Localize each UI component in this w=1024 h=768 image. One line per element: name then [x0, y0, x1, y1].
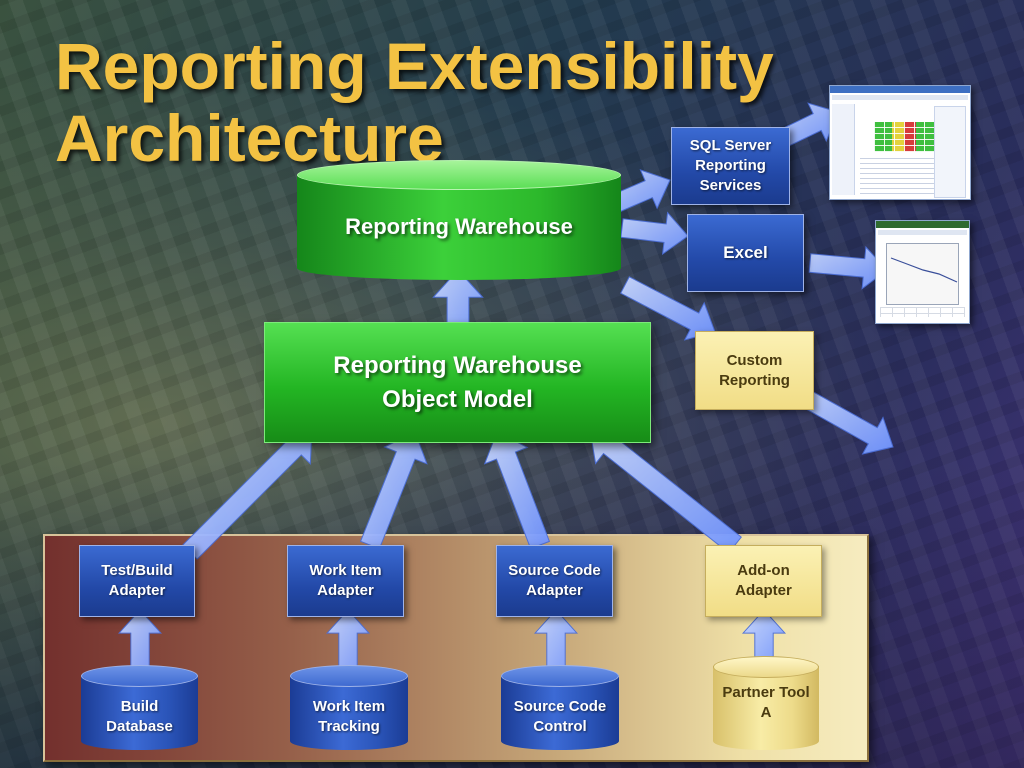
excel-label: Excel — [723, 243, 768, 262]
work-item-tracking-top — [290, 665, 408, 687]
work-item-adapter-line-1: Work Item — [309, 562, 382, 579]
arrow-warehouse-to-excel — [620, 211, 689, 256]
work-item-tracking-line-1: Work Item — [312, 697, 386, 715]
excel-thumbnail-titlebar — [876, 221, 969, 228]
test-build-adapter-line-2: Adapter — [108, 582, 166, 599]
arrow-source-code-to-object-model — [483, 431, 551, 550]
work-item-adapter-line-2: Adapter — [317, 582, 374, 599]
add-on-adapter-line-1: Add-on — [737, 562, 790, 579]
custom-reporting-box: Custom Reporting — [695, 331, 814, 410]
partner-tool-line-2: A — [760, 704, 772, 721]
partner-tool-line-1: Partner Tool — [722, 684, 810, 701]
reporting-warehouse-label: Reporting Warehouse — [345, 214, 573, 239]
work-item-tracking-label: Work Item Tracking — [313, 697, 385, 737]
source-code-control-cylinder: Source Code Control — [501, 665, 619, 750]
arrow-add-on-to-object-model — [589, 427, 743, 554]
test-build-adapter-label: Test/Build Adapter — [101, 561, 172, 601]
ssrs-line-1: SQL Server — [689, 137, 772, 154]
work-item-tracking-body: Work Item Tracking — [290, 675, 408, 750]
custom-reporting-label: Custom Reporting — [719, 351, 790, 391]
object-model-box: Reporting Warehouse Object Model — [264, 322, 651, 443]
source-code-control-body: Source Code Control — [501, 675, 619, 750]
ssrs-report-thumbnail-icon — [829, 85, 971, 200]
add-on-adapter-box: Add-on Adapter — [705, 545, 822, 617]
excel-box: Excel — [687, 214, 804, 292]
excel-thumbnail-trend-icon — [890, 257, 958, 283]
arrow-warehouse-to-custom-reporting — [620, 276, 716, 341]
thumbnail-sidebar — [832, 104, 855, 195]
source-code-adapter-line-1: Source Code — [508, 562, 601, 579]
excel-chart-thumbnail-icon — [875, 220, 970, 324]
excel-thumbnail-plot — [886, 243, 959, 305]
reporting-warehouse-top — [297, 160, 621, 190]
object-model-line-2: Object Model — [382, 385, 533, 413]
arrow-test-build-to-object-model — [182, 429, 313, 560]
sql-server-reporting-services-box: SQL Server Reporting Services — [671, 127, 790, 205]
thumbnail-status-grid — [874, 122, 934, 152]
work-item-tracking-line-2: Tracking — [318, 717, 380, 735]
add-on-adapter-line-2: Adapter — [735, 582, 792, 599]
test-build-adapter-line-1: Test/Build — [101, 562, 173, 579]
excel-thumbnail-toolbar — [878, 230, 967, 235]
thumbnail-titlebar — [830, 86, 970, 93]
object-model-line-1: Reporting Warehouse — [333, 351, 582, 379]
excel-thumbnail-cells — [880, 307, 965, 317]
work-item-adapter-box: Work Item Adapter — [287, 545, 404, 617]
slide-title-line-1: Reporting Extensibility — [55, 29, 774, 103]
work-item-tracking-cylinder: Work Item Tracking — [290, 665, 408, 750]
arrow-group — [117, 102, 894, 681]
custom-reporting-line-2: Reporting — [719, 371, 790, 389]
arrow-custom-reporting-outward — [794, 386, 894, 455]
build-database-body: Build Database — [81, 675, 198, 750]
source-code-control-line-2: Control — [533, 717, 587, 735]
build-database-cylinder: Build Database — [81, 665, 198, 750]
test-build-adapter-box: Test/Build Adapter — [79, 545, 195, 617]
source-code-adapter-label: Source Code Adapter — [508, 561, 601, 601]
reporting-warehouse-body: Reporting Warehouse — [297, 174, 621, 280]
partner-tool-top — [713, 656, 819, 678]
ssrs-line-3: Services — [699, 177, 762, 194]
ssrs-line-2: Reporting — [695, 157, 766, 174]
partner-tool-body: Partner Tool A — [713, 666, 819, 750]
slide-title: Reporting Extensibility Architecture — [55, 30, 774, 174]
build-database-line-2: Database — [106, 717, 173, 735]
thumbnail-menubar — [832, 95, 968, 100]
sql-server-reporting-services-label: SQL Server Reporting Services — [690, 136, 771, 196]
arrow-work-item-to-object-model — [359, 431, 428, 550]
build-database-top — [81, 665, 198, 687]
source-code-control-line-1: Source Code — [513, 697, 607, 715]
source-code-control-top — [501, 665, 619, 687]
build-database-label: Build Database — [106, 697, 173, 737]
partner-tool-label: Partner Tool A — [722, 683, 809, 723]
source-code-adapter-box: Source Code Adapter — [496, 545, 613, 617]
object-model-label: Reporting Warehouse Object Model — [333, 349, 581, 417]
thumbnail-side-panel — [934, 106, 966, 198]
build-database-line-1: Build — [120, 697, 159, 715]
partner-tool-cylinder: Partner Tool A — [713, 656, 819, 750]
custom-reporting-line-1: Custom — [726, 351, 783, 369]
source-code-control-label: Source Code Control — [514, 697, 607, 737]
source-code-adapter-line-2: Adapter — [526, 582, 583, 599]
reporting-warehouse-cylinder: Reporting Warehouse — [297, 160, 621, 280]
add-on-adapter-label: Add-on Adapter — [735, 561, 792, 601]
work-item-adapter-label: Work Item Adapter — [309, 561, 381, 601]
